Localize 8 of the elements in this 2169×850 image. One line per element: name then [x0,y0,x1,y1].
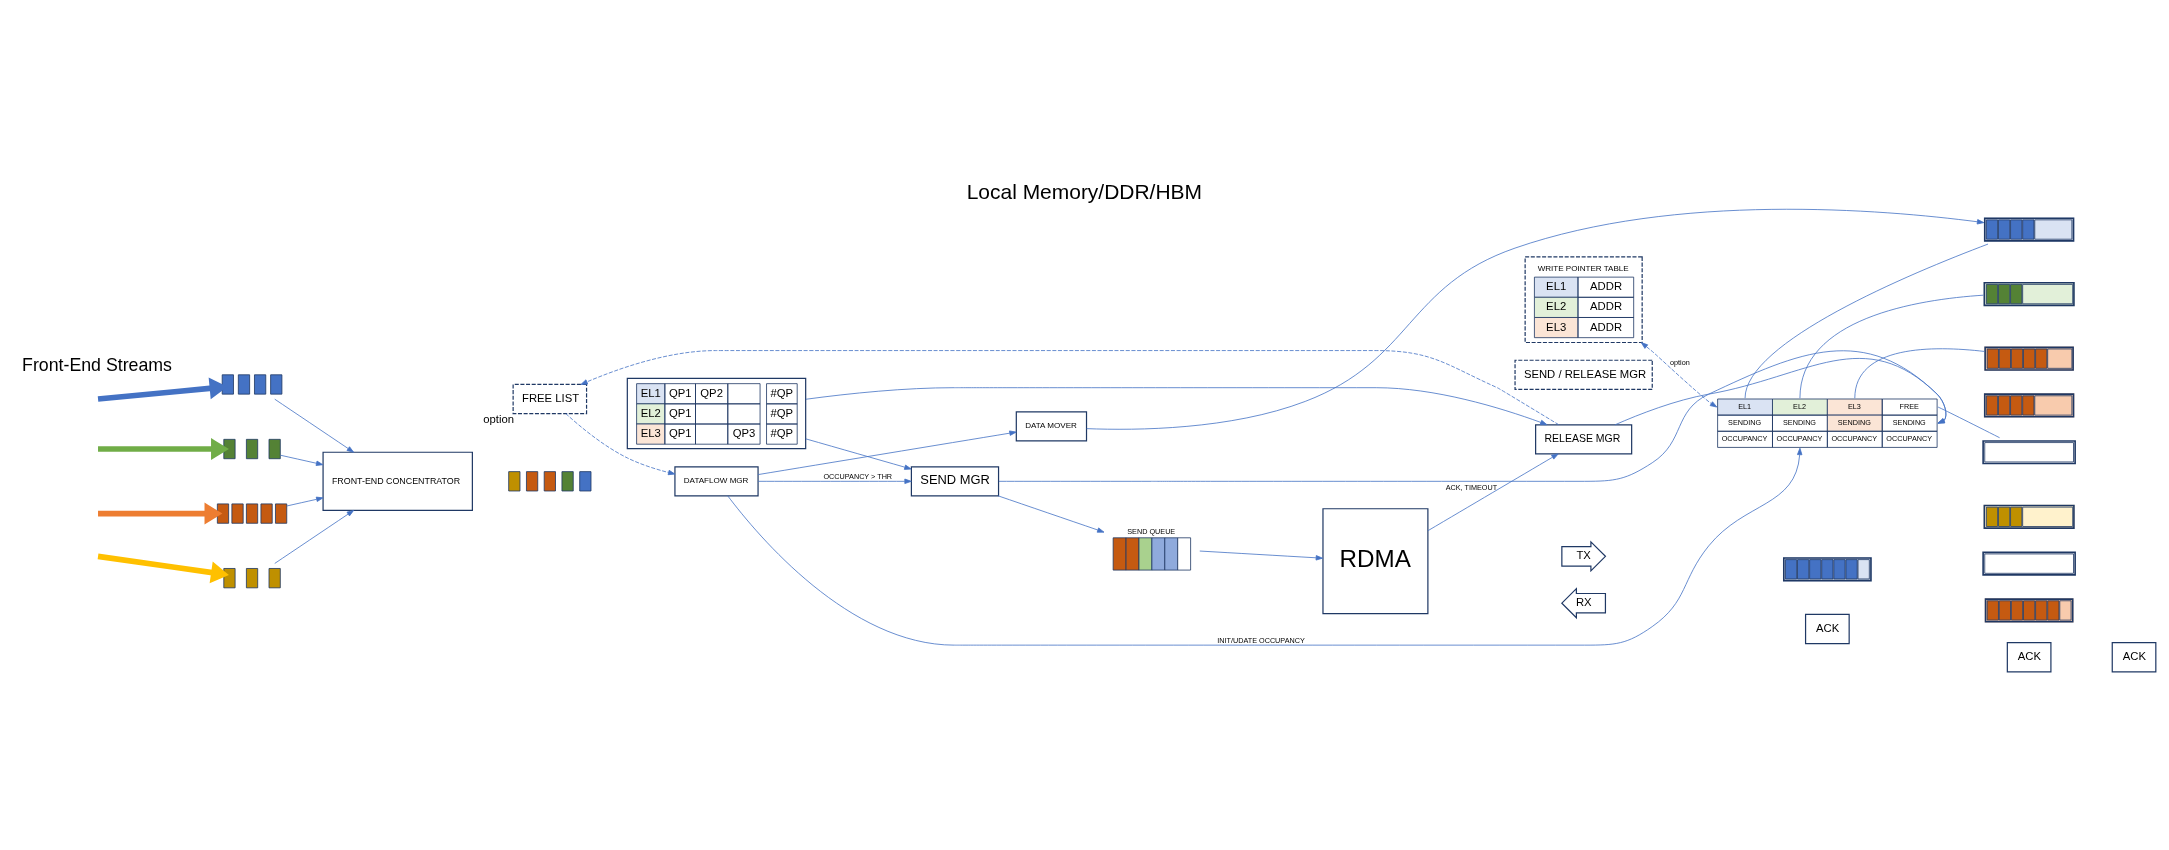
edge-label: option [1670,357,1690,367]
label: Front-End Streams [22,354,172,375]
edge-label: INIT/UDATE OCCUPANCY [1217,635,1305,645]
edge-label: ACK, TIMEOUT [1445,482,1498,492]
edge-label: OCCUPANCY > THR [823,471,893,481]
node-label: option [483,412,515,425]
node-label: SEND QUEUE [1127,526,1176,536]
diagram-title: Local Memory/DDR/HBM [966,179,1203,203]
